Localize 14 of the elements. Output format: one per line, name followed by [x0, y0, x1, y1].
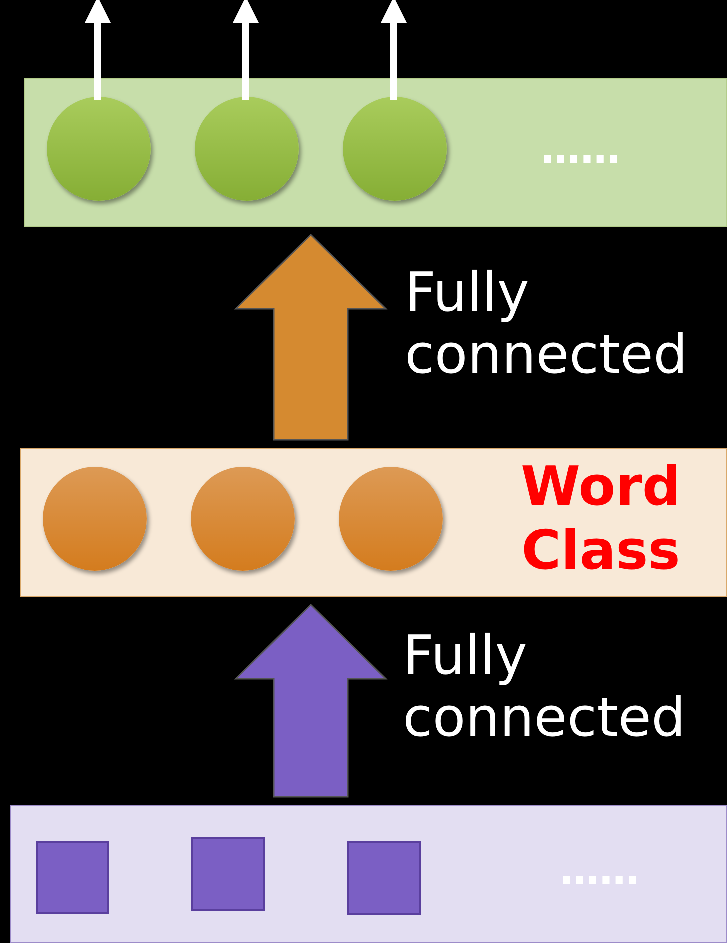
- layer-band: [24, 78, 727, 227]
- input-square: [191, 837, 265, 911]
- layer-label: Word Class: [520, 455, 682, 583]
- input-square: [347, 841, 421, 915]
- ellipsis-text: ......: [540, 127, 620, 173]
- block-arrow: [234, 234, 388, 441]
- arrow: [233, 0, 259, 100]
- arrow: [85, 0, 111, 100]
- layer-band: [10, 805, 727, 943]
- block-arrow: [234, 604, 388, 798]
- arrow: [381, 0, 407, 100]
- ellipsis-text: ......: [559, 848, 638, 894]
- input-square: [36, 841, 109, 914]
- layer-band: [20, 448, 727, 597]
